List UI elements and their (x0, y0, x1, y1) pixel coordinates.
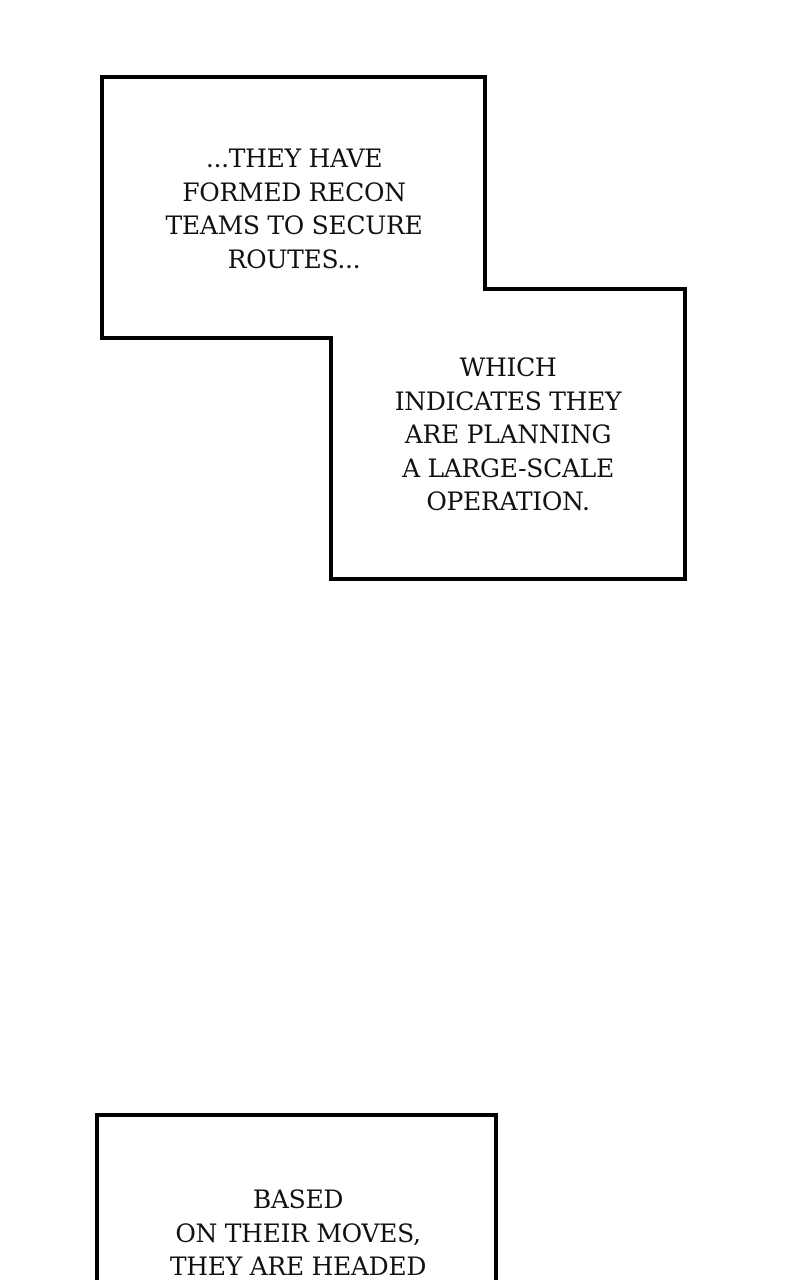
caption-line: FORMED RECON (182, 177, 406, 207)
caption-line: ARE PLANNING (404, 420, 612, 449)
caption-large-scale-operation: WHICH INDICATES THEY ARE PLANNING A LARG… (358, 351, 658, 519)
caption-line: A LARGE-SCALE (402, 453, 614, 483)
caption-line: ...THEY HAVE (205, 144, 383, 173)
bottom-caption-box-outline (95, 1113, 498, 1280)
caption-recon-teams: ...THEY HAVE FORMED RECON TEAMS TO SECUR… (144, 142, 444, 276)
stepped-caption-box-outline (100, 75, 687, 581)
caption-line: BASED (252, 1185, 344, 1214)
caption-line: WHICH (459, 353, 557, 382)
caption-line: INDICATES THEY (394, 386, 622, 416)
caption-line: ON THEIR MOVES, (175, 1218, 421, 1248)
caption-line: ROUTES... (227, 244, 361, 274)
caption-line: THEY ARE HEADED (169, 1252, 427, 1280)
caption-line: OPERATION. (426, 487, 590, 516)
caption-line: TEAMS TO SECURE (165, 211, 423, 240)
caption-headed: BASED ON THEIR MOVES, THEY ARE HEADED (148, 1183, 448, 1280)
